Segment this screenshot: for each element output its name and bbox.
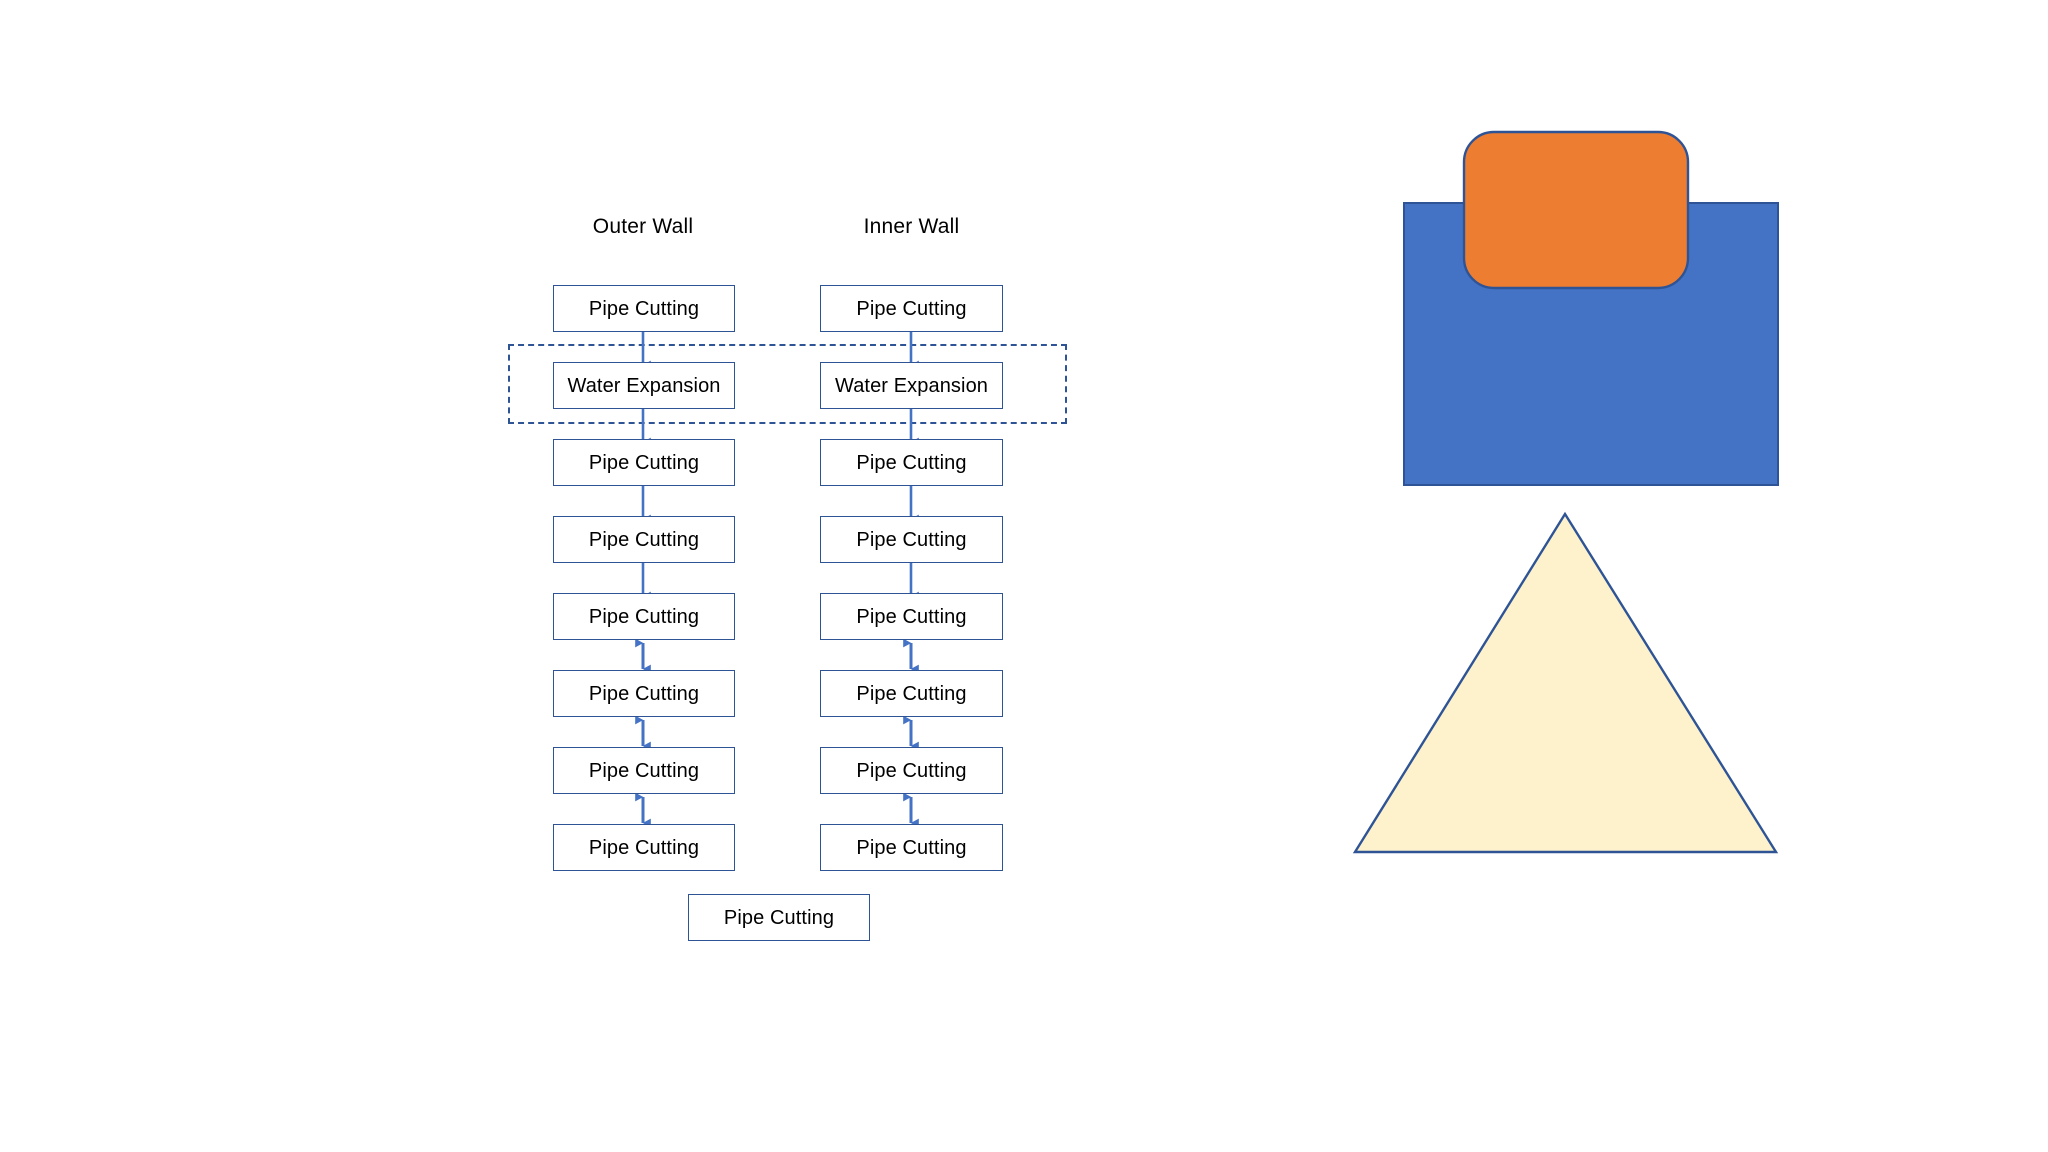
water-expansion-group-boundary: [508, 344, 1067, 424]
process-box-outer-4[interactable]: Pipe Cutting: [553, 516, 735, 563]
process-box-footer[interactable]: Pipe Cutting: [688, 894, 870, 941]
process-box-inner-4[interactable]: Pipe Cutting: [820, 516, 1003, 563]
process-box-label: Pipe Cutting: [856, 759, 967, 782]
process-box-label: Pipe Cutting: [588, 836, 700, 859]
process-box-outer-1[interactable]: Pipe Cutting: [553, 285, 735, 332]
process-box-inner-8[interactable]: Pipe Cutting: [820, 824, 1003, 871]
process-box-label: Pipe Cutting: [856, 682, 967, 705]
process-box-label: Water Expansion: [834, 374, 989, 397]
process-box-outer-5[interactable]: Pipe Cutting: [553, 593, 735, 640]
process-box-inner-2[interactable]: Water Expansion: [820, 362, 1003, 409]
cream-triangle[interactable]: [1352, 511, 1779, 854]
process-box-outer-3[interactable]: Pipe Cutting: [553, 439, 735, 486]
process-box-label: Pipe Cutting: [588, 297, 700, 320]
column-heading-outer-wall: Outer Wall: [592, 215, 694, 238]
process-box-inner-5[interactable]: Pipe Cutting: [820, 593, 1003, 640]
process-box-label: Pipe Cutting: [856, 297, 967, 320]
column-heading-inner-wall: Inner Wall: [863, 215, 960, 238]
process-box-label: Water Expansion: [567, 374, 721, 397]
process-box-outer-6[interactable]: Pipe Cutting: [553, 670, 735, 717]
process-box-outer-2[interactable]: Water Expansion: [553, 362, 735, 409]
process-box-inner-1[interactable]: Pipe Cutting: [820, 285, 1003, 332]
process-box-label: Pipe Cutting: [723, 906, 835, 929]
orange-rounded-rectangle[interactable]: [1462, 130, 1690, 290]
process-box-inner-6[interactable]: Pipe Cutting: [820, 670, 1003, 717]
process-box-outer-8[interactable]: Pipe Cutting: [553, 824, 735, 871]
process-box-label: Pipe Cutting: [856, 836, 967, 859]
process-box-inner-7[interactable]: Pipe Cutting: [820, 747, 1003, 794]
process-box-label: Pipe Cutting: [588, 682, 700, 705]
process-box-label: Pipe Cutting: [856, 528, 967, 551]
process-box-label: Pipe Cutting: [588, 451, 700, 474]
process-box-label: Pipe Cutting: [588, 528, 700, 551]
process-box-outer-7[interactable]: Pipe Cutting: [553, 747, 735, 794]
process-box-label: Pipe Cutting: [588, 605, 700, 628]
process-box-inner-3[interactable]: Pipe Cutting: [820, 439, 1003, 486]
process-box-label: Pipe Cutting: [588, 759, 700, 782]
process-box-label: Pipe Cutting: [856, 605, 967, 628]
process-box-label: Pipe Cutting: [856, 451, 967, 474]
